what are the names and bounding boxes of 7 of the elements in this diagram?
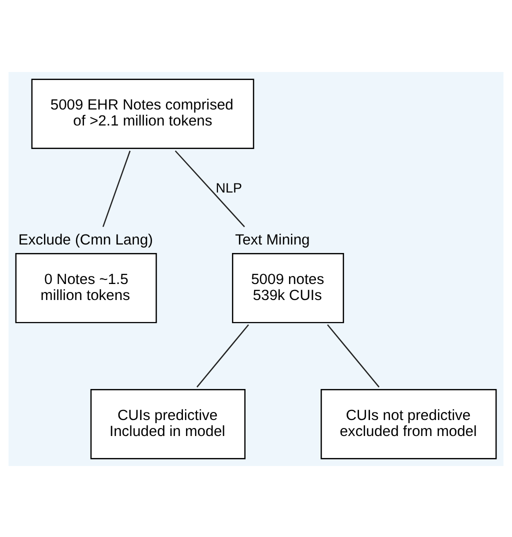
node-label: Text Mining [235, 232, 310, 248]
connector [327, 324, 380, 387]
node-label: Exclude (Cmn Lang) [18, 232, 153, 248]
connector [196, 324, 249, 387]
edge-label: NLP [216, 180, 242, 195]
connector [102, 150, 131, 226]
connector [174, 150, 245, 227]
